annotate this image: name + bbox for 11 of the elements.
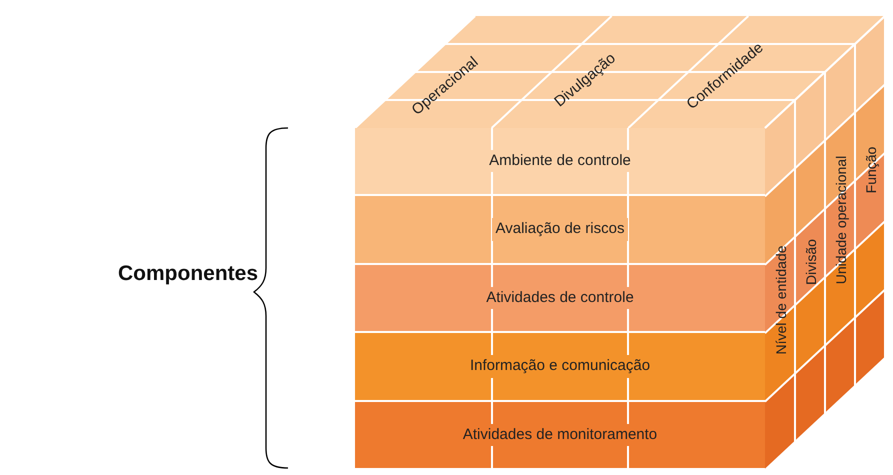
entity-level-label: Divisão <box>804 239 818 285</box>
component-label: Avaliação de riscos <box>492 218 628 241</box>
entity-level-label: Função <box>864 146 878 194</box>
entity-level-label: Unidade operacional <box>834 156 848 284</box>
component-band <box>355 402 765 470</box>
group-label: Componentes <box>118 261 258 287</box>
component-band <box>355 333 765 402</box>
component-band <box>355 196 765 265</box>
component-band <box>355 128 765 196</box>
entity-level-label: Nível de entidade <box>774 246 788 354</box>
component-band <box>355 264 765 334</box>
